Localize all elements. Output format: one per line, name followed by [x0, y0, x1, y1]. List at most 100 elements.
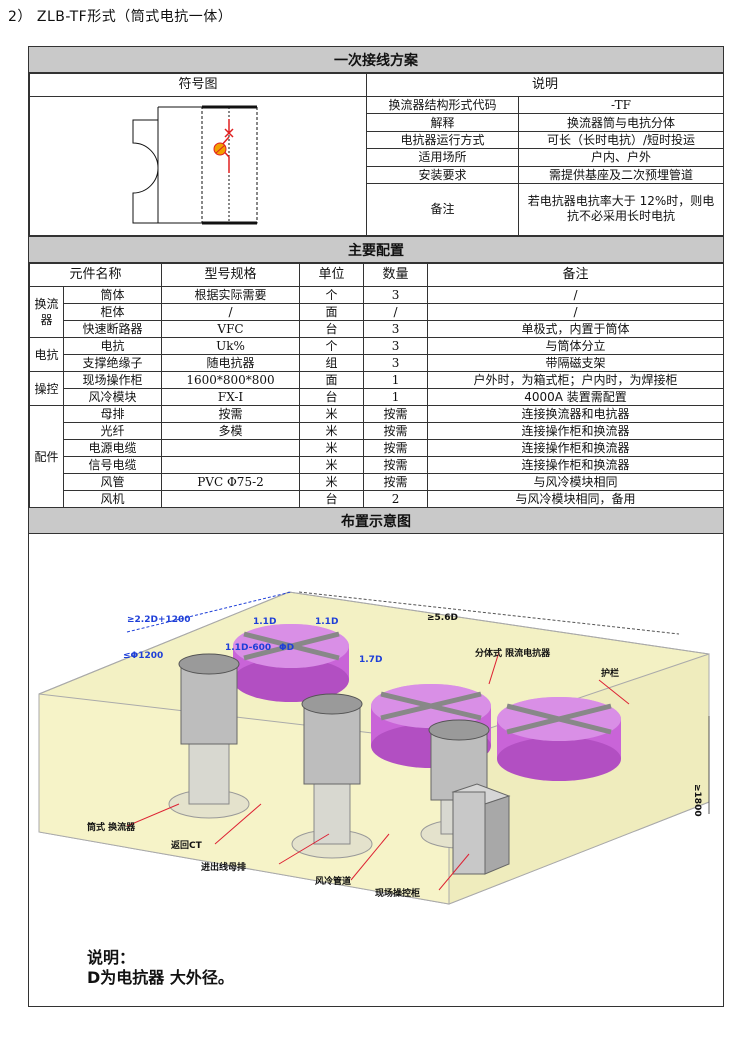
table-cell: 按需: [363, 439, 429, 457]
table-cell: 按需: [161, 405, 301, 423]
table-cell: 风管: [62, 473, 163, 491]
wiring-key: 换流器结构形式代码: [366, 95, 519, 115]
converter-label: 筒式 换流器: [87, 821, 136, 833]
table-cell: 根据实际需要: [161, 286, 301, 304]
converter: [168, 653, 250, 819]
desc-header: 说明: [365, 73, 725, 97]
wiring-value: 若电抗器电抗率大于 12%时，则电抗不必采用长时电抗: [517, 182, 725, 237]
table-cell: 台: [299, 388, 365, 406]
table-cell: 连接换流器和电抗器: [427, 405, 725, 423]
table-cell: 风冷模块: [62, 388, 163, 406]
reactor: [233, 624, 349, 702]
config-header-unit: 单位: [299, 263, 365, 287]
table-cell: 连接操作柜和换流器: [427, 439, 725, 457]
config-table: 元件名称 型号规格 单位 数量 备注 换流器 筒体 根据实际需要 个 3 / 柜…: [28, 263, 725, 508]
config-header-model: 型号规格: [161, 263, 301, 287]
table-cell: 4000A 装置需配置: [427, 388, 725, 406]
table-cell: 电源电缆: [62, 439, 163, 457]
table-cell: /: [363, 303, 429, 321]
dim-1d-a-label: 1.1D: [253, 617, 276, 627]
table-cell: PVC Φ75-2: [161, 473, 301, 491]
layout-diagram: ≥2.2D+1200 1.1D 1.1D ≤Φ1200 1.1D-600 ΦD …: [29, 534, 723, 1006]
table-cell: 米: [299, 473, 365, 491]
table-cell: [161, 490, 301, 508]
table-cell: 米: [299, 456, 365, 474]
group-control: 操控: [29, 371, 64, 406]
table-cell: 3: [363, 320, 429, 338]
dim-total-label: ≥2.2D+1200: [127, 615, 191, 625]
table-cell: /: [427, 286, 725, 304]
table-cell: [161, 456, 301, 474]
note-text: D为电抗器 大外径。: [87, 968, 234, 987]
wiring-key: 备注: [366, 182, 519, 237]
wiring-value: 户内、户外: [517, 148, 725, 167]
wiring-value: 需提供基座及二次预埋管道: [517, 165, 725, 184]
table-cell: 与风冷模块相同，备用: [427, 490, 725, 508]
table-cell: 筒体: [62, 286, 163, 304]
table-cell: 米: [299, 405, 365, 423]
table-cell: 按需: [363, 405, 429, 423]
group-accessories: 配件: [29, 405, 64, 508]
table-cell: 柜体: [62, 303, 163, 321]
split-reactor-label: 分体式 限流电抗器: [475, 647, 551, 659]
table-cell: VFC: [161, 320, 301, 338]
table-cell: 3: [363, 286, 429, 304]
table-cell: 按需: [363, 473, 429, 491]
wiring-value: 可长（长时电抗）/短时投运: [517, 130, 725, 150]
cabinet-label: 现场操控柜: [375, 887, 420, 899]
table-cell: 母排: [62, 405, 163, 423]
dim-600-label: 1.1D-600: [225, 643, 271, 653]
wiring-symbol: [132, 105, 258, 225]
reactor: [497, 697, 621, 781]
dim-1800-label: ≥1800: [692, 784, 702, 817]
return-ct-label: 返回CT: [171, 839, 203, 851]
table-cell: 随电抗器: [161, 354, 301, 372]
table-cell: 单极式，内置于筒体: [427, 320, 725, 338]
table-cell: 光纤: [62, 422, 163, 440]
duct-label: 风冷管道: [315, 875, 351, 887]
control-cabinet: [451, 783, 511, 875]
busbar-label: 进出线母排: [201, 861, 246, 873]
dim-phid-label: ΦD: [279, 643, 294, 653]
table-cell: 与风冷模块相同: [427, 473, 725, 491]
table-cell: 2: [363, 490, 429, 508]
table-cell: 米: [299, 439, 365, 457]
wiring-key: 电抗器运行方式: [366, 130, 519, 150]
table-cell: 与筒体分立: [427, 337, 725, 355]
table-cell: 连接操作柜和换流器: [427, 456, 725, 474]
config-header-name: 元件名称: [28, 263, 163, 287]
section-layout-title: 布置示意图: [29, 508, 723, 534]
table-cell: 快速断路器: [62, 320, 163, 338]
table-cell: 电抗: [62, 337, 163, 355]
table-cell: /: [427, 303, 725, 321]
table-cell: 面: [299, 371, 365, 389]
group-converter: 换流器: [29, 286, 64, 338]
dim-17d-label: 1.7D: [359, 655, 382, 665]
dim-phi1200-label: ≤Φ1200: [123, 651, 163, 661]
wiring-key: 安装要求: [366, 165, 519, 184]
table-cell: /: [161, 303, 301, 321]
wiring-value: 换流器筒与电抗分体: [517, 113, 725, 132]
table-cell: 1600*800*800: [161, 371, 301, 389]
wiring-key: 解释: [366, 113, 519, 132]
section-config-title: 主要配置: [29, 236, 723, 263]
wiring-table: 符号图 说明: [29, 73, 725, 237]
table-cell: 带隔磁支架: [427, 354, 725, 372]
table-cell: 按需: [363, 456, 429, 474]
section-wiring-title: 一次接线方案: [29, 47, 723, 73]
config-header-qty: 数量: [363, 263, 429, 287]
wiring-value: -TF: [517, 95, 725, 115]
table-cell: 面: [299, 303, 365, 321]
table-cell: 信号电缆: [62, 456, 163, 474]
table-cell: 按需: [363, 422, 429, 440]
table-cell: 3: [363, 337, 429, 355]
table-cell: 多模: [161, 422, 301, 440]
wiring-key: 适用场所: [366, 148, 519, 167]
table-cell: 台: [299, 320, 365, 338]
table-cell: 组: [299, 354, 365, 372]
table-cell: 台: [299, 490, 365, 508]
dim-56d-label: ≥5.6D: [427, 613, 458, 623]
dim-1d-b-label: 1.1D: [315, 617, 338, 627]
layout-note: 说明： D为电抗器 大外径。: [87, 948, 234, 988]
table-cell: 3: [363, 354, 429, 372]
